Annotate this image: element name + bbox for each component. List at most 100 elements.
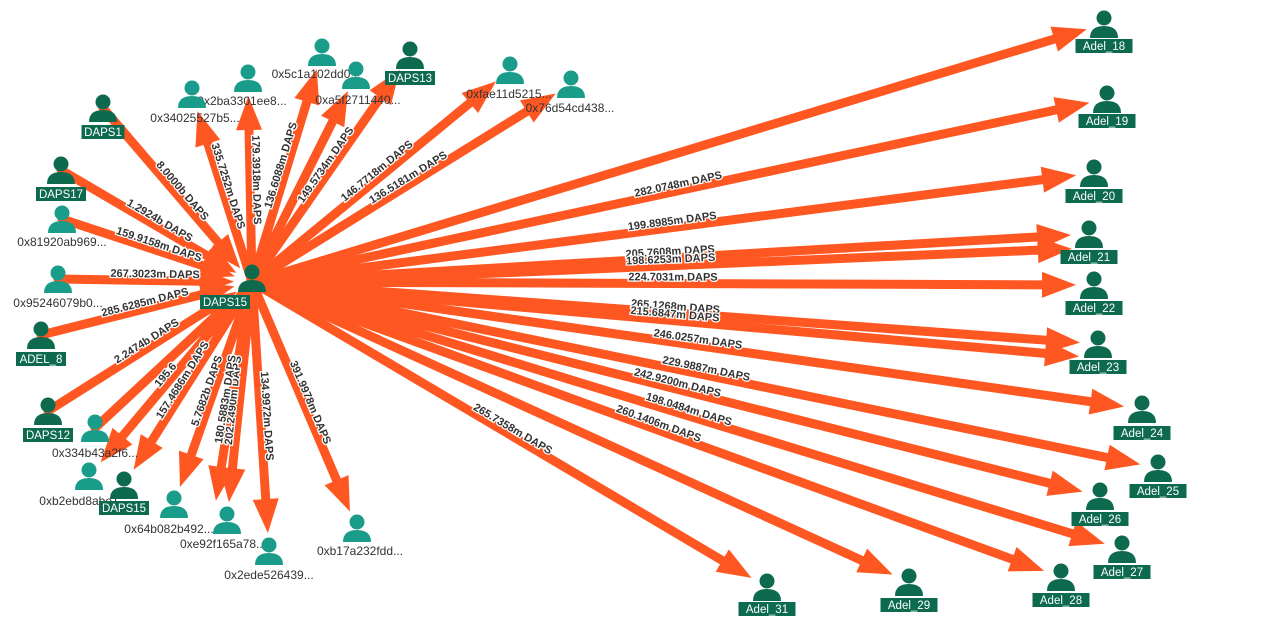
edge-4-line[interactable] xyxy=(247,245,1043,288)
graph-node[interactable]: Adel_22 xyxy=(1065,271,1123,316)
edge-34-line[interactable] xyxy=(247,277,271,504)
edge-21-line[interactable] xyxy=(203,139,257,287)
person-icon[interactable] xyxy=(34,397,62,426)
edge-15-line[interactable] xyxy=(247,98,475,287)
graph-node[interactable]: DAPS17 xyxy=(36,156,86,202)
person-icon[interactable] xyxy=(1080,159,1108,188)
person-icon[interactable] xyxy=(1090,10,1118,39)
arrowhead-icon xyxy=(294,69,320,106)
person-icon[interactable] xyxy=(895,568,923,597)
person-icon[interactable] xyxy=(1128,395,1156,424)
edge-25-line[interactable] xyxy=(53,274,205,286)
person-icon[interactable] xyxy=(1047,563,1075,592)
edge-14-line[interactable] xyxy=(247,277,727,566)
edge-11-line[interactable] xyxy=(247,277,1077,539)
person-icon[interactable] xyxy=(238,264,266,293)
graph-node[interactable]: 0x64b082b492... xyxy=(124,490,214,537)
graph-node[interactable]: Adel_18 xyxy=(1075,10,1133,54)
edge-7-line[interactable] xyxy=(247,278,1050,358)
node-label-text: Adel_28 xyxy=(1040,595,1082,607)
graph-node[interactable]: Adel_25 xyxy=(1129,454,1187,499)
edge-23-line[interactable] xyxy=(56,165,212,261)
edge-0-line[interactable] xyxy=(247,34,1059,287)
person-icon[interactable] xyxy=(234,64,262,93)
person-icon[interactable] xyxy=(342,61,370,90)
edge-27-line[interactable] xyxy=(43,305,213,416)
node-label-text: Adel_19 xyxy=(1086,116,1128,128)
person-icon[interactable] xyxy=(1144,454,1172,483)
graph-node[interactable]: Adel_20 xyxy=(1065,159,1123,204)
person-icon[interactable] xyxy=(48,205,76,234)
graph-node[interactable]: Adel_24 xyxy=(1113,395,1171,441)
graph-node[interactable]: 0x81920ab969... xyxy=(17,205,107,250)
edge-12-line[interactable] xyxy=(247,277,1017,564)
graph-node[interactable]: 0x5c1a102dd0... xyxy=(272,38,361,82)
graph-node[interactable]: Adel_26 xyxy=(1071,482,1129,527)
graph-node[interactable]: 0x2ba3301ee8... xyxy=(197,64,287,109)
edge-28-line[interactable] xyxy=(90,312,219,433)
graph-node[interactable]: 0x76d54cd438... xyxy=(526,70,615,116)
person-icon[interactable] xyxy=(255,537,283,566)
person-icon[interactable] xyxy=(110,471,138,500)
person-icon[interactable] xyxy=(1075,220,1103,249)
person-icon[interactable] xyxy=(343,514,371,543)
person-icon[interactable] xyxy=(89,94,117,123)
edge-16-line[interactable] xyxy=(247,106,532,287)
person-icon[interactable] xyxy=(1086,482,1114,511)
person-icon[interactable] xyxy=(27,321,55,350)
graph-node[interactable]: ADEL_8 xyxy=(16,321,66,367)
edge-1-line[interactable] xyxy=(247,105,1061,287)
edge-18-line[interactable] xyxy=(247,116,338,287)
graph-node[interactable]: DAPS1 xyxy=(81,94,125,140)
person-icon[interactable] xyxy=(75,462,103,491)
person-icon[interactable] xyxy=(557,70,585,99)
edge-35-line[interactable] xyxy=(247,277,342,485)
graph-node[interactable]: 0x2ede526439... xyxy=(224,537,314,583)
graph-node[interactable]: Adel_27 xyxy=(1093,535,1151,580)
graph-node[interactable]: 0xa5f2711440... xyxy=(315,61,401,108)
graph-node[interactable]: 0xe92f165a78... xyxy=(180,506,266,552)
edge-2-line[interactable] xyxy=(247,175,1047,287)
person-icon[interactable] xyxy=(81,414,109,443)
edge-13-line[interactable] xyxy=(247,277,867,565)
graph-node[interactable]: 0x34025527b5... xyxy=(150,80,240,126)
person-icon[interactable] xyxy=(160,490,188,519)
edge-10-line[interactable] xyxy=(247,277,1055,488)
edge-24-line[interactable] xyxy=(57,214,208,271)
person-icon[interactable] xyxy=(1108,535,1136,564)
graph-node[interactable]: DAPS15 xyxy=(99,471,149,516)
person-icon[interactable] xyxy=(1080,271,1108,300)
person-icon[interactable] xyxy=(47,156,75,185)
person-icon[interactable] xyxy=(44,265,72,294)
person-icon[interactable] xyxy=(213,506,241,535)
person-icon[interactable] xyxy=(308,38,336,67)
edge-17-line[interactable] xyxy=(247,93,385,287)
graph-node[interactable]: Adel_23 xyxy=(1069,330,1127,375)
hub-node[interactable]: DAPS15 xyxy=(200,264,266,310)
graph-node[interactable]: Adel_28 xyxy=(1032,563,1090,608)
edge-9-line[interactable] xyxy=(247,277,1112,463)
person-icon[interactable] xyxy=(178,80,206,109)
graph-node[interactable]: Adel_21 xyxy=(1060,220,1118,265)
edge-33-line[interactable] xyxy=(216,277,256,472)
graph-node[interactable]: DAPS12 xyxy=(23,397,73,443)
person-icon[interactable] xyxy=(1084,330,1112,359)
graph-node[interactable]: 0x334b43a2f6... xyxy=(52,414,138,461)
person-icon[interactable] xyxy=(396,41,424,70)
edge-20-line[interactable] xyxy=(244,125,257,287)
graph-node[interactable]: Adel_19 xyxy=(1078,85,1136,129)
graph-node[interactable]: 0x95246079b0... xyxy=(13,265,103,311)
person-icon[interactable] xyxy=(496,56,524,85)
edge-5-line[interactable] xyxy=(247,277,1047,290)
edge-19-line[interactable] xyxy=(247,97,312,287)
person-icon[interactable] xyxy=(753,573,781,602)
graph-node[interactable]: 0xb17a232fdd... xyxy=(317,514,403,559)
person-icon[interactable] xyxy=(1093,85,1121,114)
graph-node[interactable]: Adel_31 xyxy=(738,573,796,617)
edge-26-line[interactable] xyxy=(36,290,207,340)
graph-node[interactable]: DAPS13 xyxy=(385,41,435,86)
graph-node[interactable]: 0xfae11d5215... xyxy=(466,56,552,102)
graph-node[interactable]: Adel_29 xyxy=(880,568,938,613)
edge-8-line[interactable] xyxy=(247,277,1096,407)
